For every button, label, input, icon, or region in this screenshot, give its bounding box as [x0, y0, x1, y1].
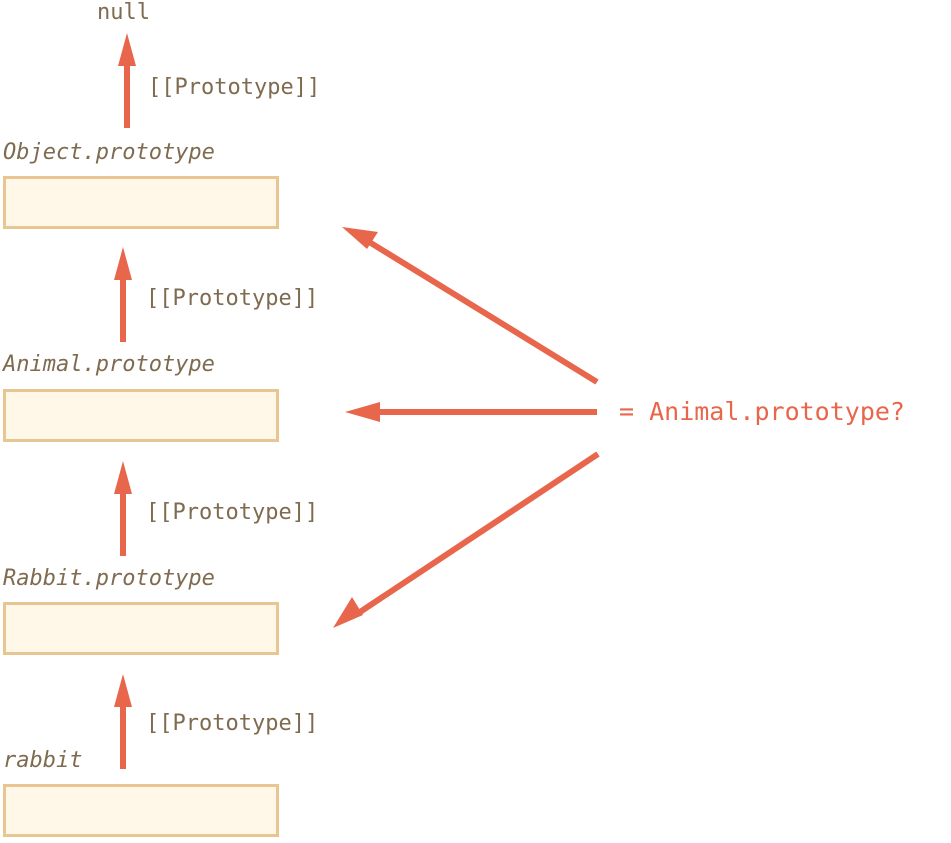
rabbit-box — [3, 784, 279, 837]
rabbit-prototype-box — [3, 602, 279, 655]
object-prototype-name: Object.prototype — [3, 140, 215, 165]
arrow-question-to-animal — [345, 402, 597, 422]
arrow-question-to-object — [342, 227, 599, 385]
rabbit-name: rabbit — [3, 748, 83, 773]
object-prototype-box — [3, 176, 279, 229]
prototype-link-label: [[Prototype]] — [146, 711, 319, 736]
arrow-animal-to-object — [114, 247, 132, 342]
prototype-link-label: [[Prototype]] — [148, 75, 321, 100]
prototype-link-label: [[Prototype]] — [146, 500, 319, 525]
arrow-rabbitproto-to-animal — [114, 461, 132, 556]
question-label: = Animal.prototype? — [619, 397, 905, 426]
animal-prototype-box — [3, 389, 279, 442]
null-label: null — [97, 0, 150, 25]
arrow-question-to-rabbitproto — [333, 451, 600, 628]
arrow-object-to-null — [118, 33, 136, 128]
prototype-link-label: [[Prototype]] — [146, 286, 319, 311]
rabbit-prototype-name: Rabbit.prototype — [3, 566, 215, 591]
arrow-rabbit-to-rabbitproto — [114, 674, 132, 769]
animal-prototype-name: Animal.prototype — [3, 352, 215, 377]
